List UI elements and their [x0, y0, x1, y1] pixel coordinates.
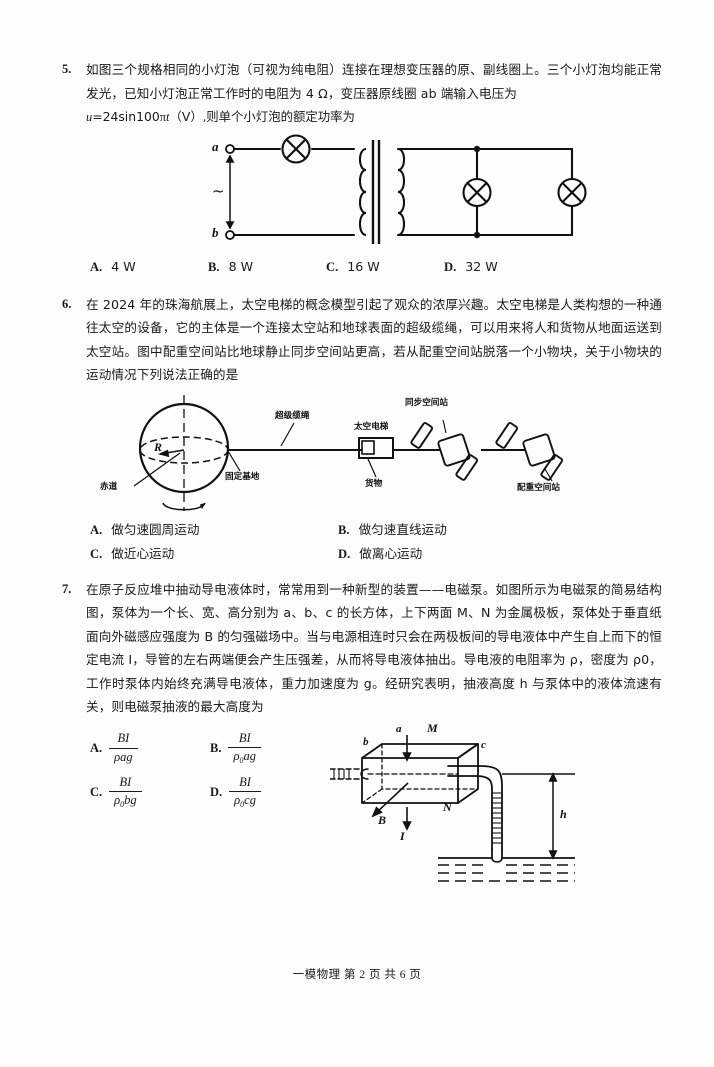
pump-label-h: h — [560, 806, 567, 821]
transformer-circuit-figure: a b ~ — [62, 133, 662, 252]
option-7-b-fraction: BI ρ0ag — [228, 731, 261, 767]
option-6-b-label: 做匀速直线运动 — [358, 521, 447, 537]
pump-label-M: M — [427, 720, 438, 735]
question-7: 7. 在原子反应堆中抽动导电液体时，常常用到一种新型的装置——电磁泵。如图所示为… — [62, 578, 662, 897]
option-7-c-letter: C. — [90, 785, 103, 799]
pump-label-I: I — [400, 828, 405, 843]
option-5-d-label: 32 W — [465, 258, 498, 274]
question-6-number: 6. — [62, 296, 72, 311]
option-7-a[interactable]: A. BI ρag — [90, 731, 210, 765]
space-elevator-figure: R 赤道 超级缆绳 固定基地 太空电梯 货物 同步空间站 配重空间站 — [62, 393, 662, 515]
footer-text: 一模物理 第 2 页 共 6 页 — [292, 969, 422, 981]
option-7-b-denominator: ρ0ag — [233, 749, 256, 766]
option-7-b[interactable]: B. BI ρ0ag — [210, 731, 330, 767]
option-7-c[interactable]: C. BI ρ0bg — [90, 775, 210, 811]
option-7-c-denominator: ρ0bg — [114, 793, 137, 810]
terminal-a-label: a — [212, 138, 219, 154]
option-7-a-denominator: ρag — [114, 750, 133, 764]
option-6-d-letter: D. — [338, 546, 351, 561]
question-6-stem: 在 2024 年的珠海航展上，太空电梯的概念模型引起了观众的浓厚兴趣。太空电梯是… — [86, 296, 662, 383]
pump-label-b: b — [363, 735, 369, 748]
question-6-options: A. 做匀速圆周运动 B. 做匀速直线运动 C. 做近心运动 D. 做离心运动 — [90, 518, 662, 566]
page-content: 5. 如图三个规格相同的小灯泡（可视为纯电阻）连接在理想变压器的原、副线圈上。三… — [62, 58, 662, 901]
space-elevator-label: 太空电梯 — [354, 421, 389, 432]
equator-label: 赤道 — [100, 481, 118, 492]
option-5-a[interactable]: A. 4 W — [90, 255, 208, 279]
question-7-options-row-1: A. BI ρag B. BI ρ0ag — [90, 727, 340, 771]
option-7-d[interactable]: D. BI ρ0cg — [210, 775, 330, 811]
pump-label-B: B — [378, 812, 387, 827]
option-7-a-letter: A. — [90, 741, 103, 755]
option-7-a-numerator: BI — [109, 731, 138, 749]
option-5-c[interactable]: C. 16 W — [326, 255, 444, 279]
question-7-number: 7. — [62, 581, 72, 596]
question-6: 6. 在 2024 年的珠海航展上，太空电梯的概念模型引起了观众的浓厚兴趣。太空… — [62, 293, 662, 566]
option-5-a-label: 4 W — [111, 258, 136, 274]
option-7-d-letter: D. — [210, 785, 223, 799]
option-5-d-letter: D. — [444, 259, 457, 274]
space-elevator-svg — [133, 394, 564, 511]
transformer-circuit-svg — [225, 133, 587, 244]
question-7-answer-area: A. BI ρag B. BI ρ0ag — [62, 721, 662, 897]
option-6-a-label: 做匀速圆周运动 — [111, 521, 200, 537]
question-5-number: 5. — [62, 62, 72, 76]
option-5-c-label: 16 W — [347, 258, 380, 274]
option-6-c-letter: C. — [90, 546, 103, 561]
option-5-c-letter: C. — [326, 259, 339, 274]
option-6-d-label: 做离心运动 — [359, 545, 423, 561]
pump-label-N: N — [443, 799, 452, 814]
option-6-b[interactable]: B. 做匀速直线运动 — [338, 518, 586, 542]
counterweight-station-label: 配重空间站 — [517, 482, 560, 493]
option-6-b-letter: B. — [338, 522, 350, 537]
option-7-d-numerator: BI — [229, 775, 261, 793]
option-6-a-letter: A. — [90, 522, 103, 537]
option-6-a[interactable]: A. 做匀速圆周运动 — [90, 518, 338, 542]
pump-label-c: c — [481, 738, 486, 751]
page-footer: 一模物理 第 2 页 共 6 页 — [0, 966, 714, 982]
question-5: 5. 如图三个规格相同的小灯泡（可视为纯电阻）连接在理想变压器的原、副线圈上。三… — [62, 58, 662, 279]
option-6-c-label: 做近心运动 — [111, 545, 175, 561]
question-5-stem: 如图三个规格相同的小灯泡（可视为纯电阻）连接在理想变压器的原、副线圈上。三个小灯… — [86, 62, 662, 101]
option-7-a-fraction: BI ρag — [109, 731, 138, 765]
option-6-d[interactable]: D. 做离心运动 — [338, 542, 586, 566]
question-5-options: A. 4 W B. 8 W C. 16 W D. 32 W — [90, 255, 662, 279]
pump-label-a: a — [396, 722, 402, 735]
electromagnetic-pump-svg — [329, 734, 575, 882]
fixed-base-label: 固定基地 — [225, 471, 260, 482]
option-7-c-fraction: BI ρ0bg — [109, 775, 142, 811]
sync-station-label: 同步空间站 — [405, 397, 448, 408]
option-6-c[interactable]: C. 做近心运动 — [90, 542, 338, 566]
terminal-b-label: b — [212, 224, 219, 240]
question-5-formula: u=24sin100πt（V）,则单个小灯泡的额定功率为 — [86, 109, 355, 124]
option-7-b-numerator: BI — [228, 731, 261, 749]
option-5-b-letter: B. — [208, 259, 220, 274]
option-5-d[interactable]: D. 32 W — [444, 255, 562, 279]
question-7-stem: 在原子反应堆中抽动导电液体时，常常用到一种新型的装置——电磁泵。如图所示为电磁泵… — [86, 581, 662, 715]
electromagnetic-pump-figure: a M b c N B I h — [329, 721, 630, 885]
question-7-options-row-2: C. BI ρ0bg D. BI ρ0cg — [90, 771, 340, 815]
option-5-b-label: 8 W — [228, 258, 254, 274]
question-7-options: A. BI ρag B. BI ρ0ag — [90, 727, 340, 815]
option-7-d-denominator: ρ0cg — [234, 793, 256, 810]
earth-radius-label: R — [154, 439, 163, 454]
option-7-b-letter: B. — [210, 741, 222, 755]
ac-source-symbol: ~ — [212, 181, 225, 200]
super-cable-label: 超级缆绳 — [275, 410, 310, 421]
option-7-c-numerator: BI — [109, 775, 142, 793]
option-5-b[interactable]: B. 8 W — [208, 255, 326, 279]
option-7-d-fraction: BI ρ0cg — [229, 775, 261, 811]
cargo-label: 货物 — [365, 478, 383, 489]
option-5-a-letter: A. — [90, 259, 103, 274]
